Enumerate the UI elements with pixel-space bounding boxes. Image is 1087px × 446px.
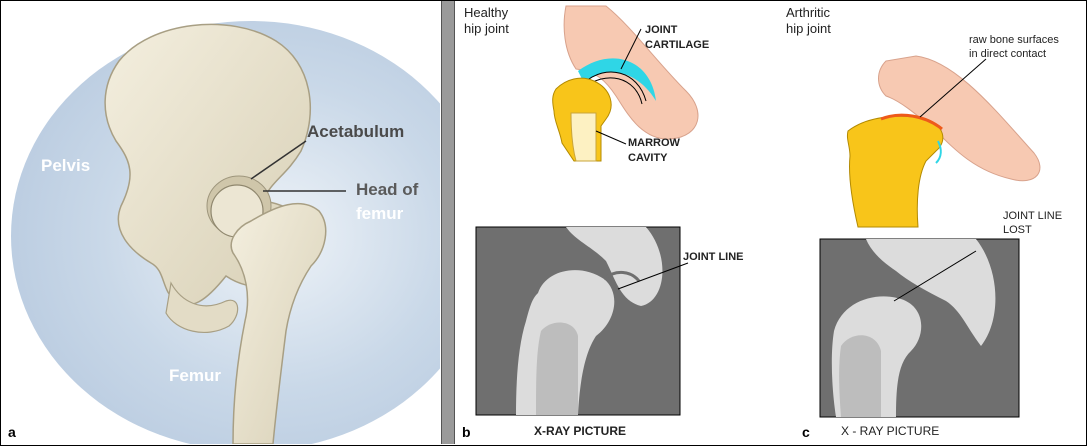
panel-c-letter: c [802,424,810,440]
arthritic-xray: JOINT LINE LOST X - RAY PICTURE c [802,210,1062,440]
panel-divider [441,1,455,444]
label-acetabulum: Acetabulum [307,122,404,141]
label-marrow: MARROW [628,137,681,149]
caption-c: X - RAY PICTURE [841,424,939,438]
hip-schematic-diagrams: Healthy hip joint JOINT CARTILAGE MARROW… [456,1,1085,444]
healthy-xray: JOINT LINE X-RAY PICTURE b [462,227,744,440]
label-head-of: Head of [356,180,419,199]
label-joint-line: JOINT LINE [683,251,744,263]
panel-b-letter: b [462,424,471,440]
panel-a-letter: a [8,424,16,440]
arthritic-joint-drawing: Arthritic hip joint raw bone surfaces in… [786,5,1059,227]
label-femur-head: femur [356,204,404,223]
label-femur: Femur [169,366,221,385]
caption-b: X-RAY PICTURE [534,424,626,438]
marrow-cavity [571,113,596,161]
label-joint: JOINT [645,24,678,36]
healthy-title-1: Healthy [464,5,509,20]
arthritic-title-2: hip joint [786,21,831,36]
arthritic-femur [847,116,942,227]
arthritic-title-1: Arthritic [786,5,831,20]
healthy-title-2: hip joint [464,21,509,36]
xray-c-marrow [839,335,881,417]
healthy-joint-drawing: Healthy hip joint JOINT CARTILAGE MARROW… [464,5,709,164]
hip-anatomy-illustration: Pelvis Acetabulum Head of femur Femur a [1,1,440,444]
label-lost-2: LOST [1003,224,1032,236]
label-pelvis: Pelvis [41,156,90,175]
panel-a-anatomy: Pelvis Acetabulum Head of femur Femur a [1,1,440,444]
label-cavity: CAVITY [628,152,668,164]
label-raw-1: raw bone surfaces [969,34,1059,46]
label-cartilage: CARTILAGE [645,39,709,51]
label-lost-1: JOINT LINE [1003,210,1062,222]
panel-bc-schematics: Healthy hip joint JOINT CARTILAGE MARROW… [456,1,1085,444]
xray-b-marrow [536,323,578,415]
label-raw-2: in direct contact [969,48,1046,60]
